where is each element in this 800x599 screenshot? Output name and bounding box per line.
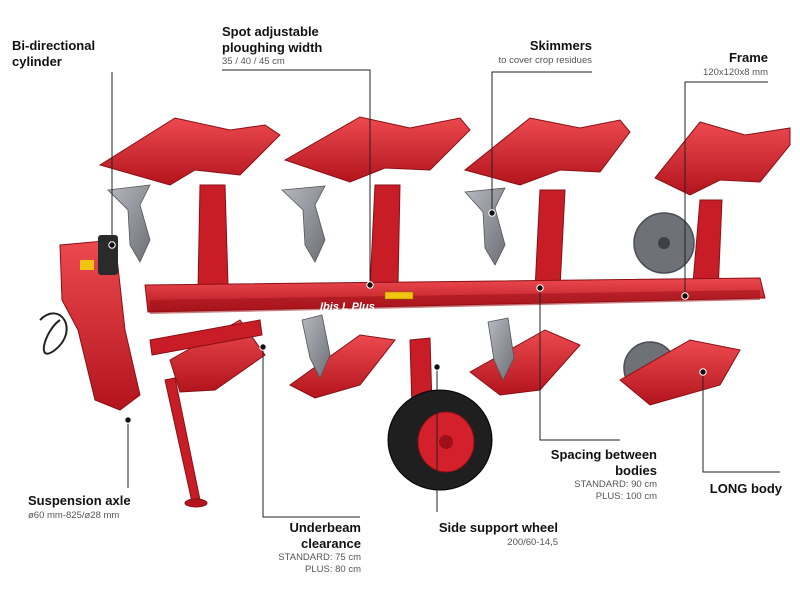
label-cylinder: Bi-directional cylinder [12, 38, 95, 69]
label-support-wheel-sub: 200/60-14,5 [507, 536, 558, 548]
label-skimmers-sub: to cover crop residues [498, 54, 592, 66]
label-suspension-axle-title: Suspension axle [28, 493, 131, 508]
label-cylinder-title: Bi-directional cylinder [12, 38, 96, 69]
label-ploughing-width: Spot adjustable ploughing width 35 / 40 … [222, 24, 322, 68]
label-long-body-title: LONG body [709, 481, 782, 496]
label-underbeam-clearance: Underbeam clearance STANDARD: 75 cm PLUS… [250, 520, 361, 575]
label-ploughing-width-sub: 35 / 40 / 45 cm [222, 56, 285, 68]
lower-mouldboards [169, 319, 741, 406]
label-suspension-axle: Suspension axle ø60 mm-825/ø28 mm [28, 493, 131, 521]
label-frame: Frame 120x120x8 mm [660, 50, 768, 78]
label-skimmers: Skimmers to cover crop residues [470, 38, 592, 66]
cylinder-body [98, 235, 118, 275]
support-wheel [387, 337, 493, 491]
label-suspension-axle-sub: ø60 mm-825/ø28 mm [28, 509, 120, 521]
model-label: Ibis L Plus [320, 301, 375, 313]
label-spacing-bodies-sub: STANDARD: 90 cm PLUS: 100 cm [574, 479, 657, 502]
label-frame-sub: 120x120x8 mm [703, 66, 768, 78]
main-frame: UNIA Ibis L Plus [144, 277, 766, 317]
front-leg [149, 319, 263, 508]
skimmers [107, 184, 506, 266]
label-underbeam-clearance-sub: STANDARD: 75 cm PLUS: 80 cm [278, 552, 361, 575]
label-spacing-bodies: Spacing between bodies STANDARD: 90 cm P… [540, 447, 657, 502]
label-long-body: LONG body [690, 481, 782, 497]
label-skimmers-title: Skimmers [529, 38, 592, 53]
headstock [39, 235, 141, 411]
label-ploughing-width-title: Spot adjustable ploughing width [222, 24, 323, 55]
upper-mouldboards [98, 116, 791, 196]
brand-logo: UNIA [515, 303, 545, 317]
label-underbeam-clearance-title: Underbeam clearance [289, 520, 361, 551]
body-legs [197, 184, 723, 296]
label-support-wheel-title: Side support wheel [438, 520, 558, 535]
label-frame-title: Frame [728, 50, 768, 65]
label-support-wheel: Side support wheel 200/60-14,5 [420, 520, 558, 548]
leader-lines [111, 69, 780, 518]
anchor-dots [108, 209, 707, 424]
label-spacing-bodies-title: Spacing between bodies [550, 447, 657, 478]
lower-shares [301, 314, 515, 381]
